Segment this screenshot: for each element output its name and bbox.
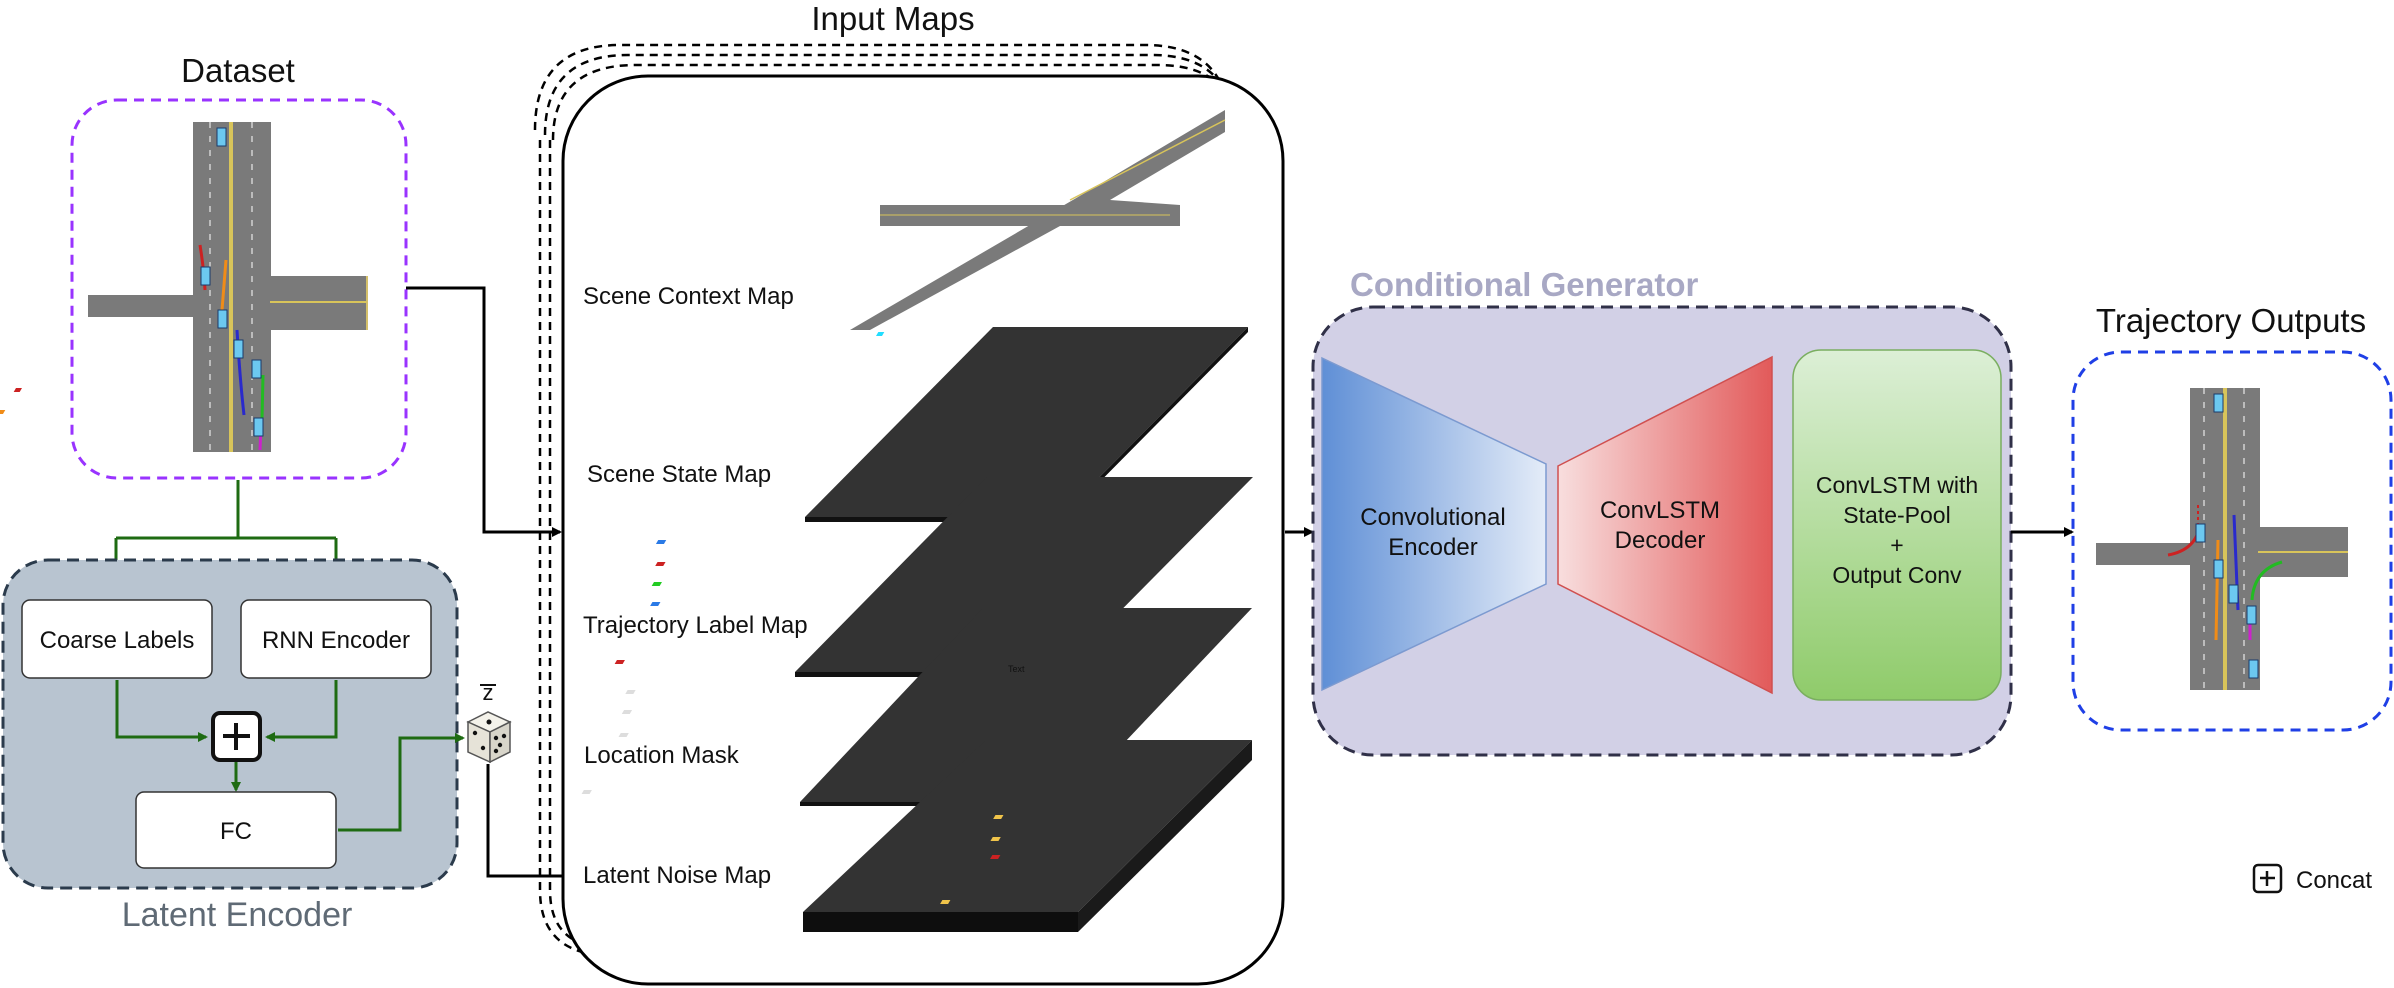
input-maps-title: Input Maps bbox=[811, 0, 974, 37]
scene-context-map-image bbox=[850, 110, 1226, 330]
outputs-title: Trajectory Outputs bbox=[2096, 302, 2366, 339]
layer-label-latent-noise-map: Latent Noise Map bbox=[583, 862, 771, 889]
output-head-line3: + bbox=[1890, 532, 1903, 558]
layer-label-location-mask: Location Mask bbox=[584, 742, 740, 769]
rnn-encoder-label: RNN Encoder bbox=[262, 627, 410, 654]
outputs-intersection-image bbox=[2096, 388, 2348, 690]
legend-concat-icon bbox=[2252, 863, 2283, 894]
dice-icon bbox=[466, 711, 512, 764]
generator-title: Conditional Generator bbox=[1350, 266, 1699, 303]
output-head-line1: ConvLSTM with bbox=[1816, 472, 1978, 498]
outputs-frame bbox=[2071, 350, 2393, 732]
dataset-intersection-image bbox=[88, 122, 368, 452]
coarse-labels-box bbox=[21, 599, 213, 679]
layer-label-trajectory-label-map: Trajectory Label Map bbox=[583, 612, 808, 639]
fc-label: FC bbox=[220, 818, 252, 845]
legend-concat-label: Concat bbox=[2296, 867, 2372, 894]
arrow-fc-to-noise bbox=[338, 733, 465, 832]
conv-encoder-shape bbox=[1321, 356, 1547, 692]
latent-encoder-title: Latent Encoder bbox=[122, 896, 353, 934]
coarse-labels-label: Coarse Labels bbox=[40, 627, 195, 654]
latent-noise-map-image bbox=[803, 740, 1252, 932]
layer-label-scene-state-map: Scene State Map bbox=[587, 461, 771, 488]
arrow-dataset-to-input-maps bbox=[406, 286, 562, 537]
arrows-to-concat bbox=[115, 680, 338, 742]
conv-encoder-line1: Convolutional bbox=[1360, 504, 1505, 531]
tiny-note: Text bbox=[1008, 664, 1025, 674]
output-head-box bbox=[1792, 349, 2002, 701]
convlstm-decoder-line2: Decoder bbox=[1615, 527, 1706, 554]
z-symbol: z bbox=[483, 680, 494, 705]
legend-concat: Concat bbox=[2252, 863, 2372, 894]
dataset-title: Dataset bbox=[181, 52, 295, 89]
dataset-frame bbox=[70, 98, 408, 480]
rnn-encoder-box bbox=[240, 599, 432, 679]
fc-box bbox=[135, 791, 337, 869]
layer-label-scene-context-map: Scene Context Map bbox=[583, 283, 794, 310]
concat-icon bbox=[211, 711, 262, 762]
convlstm-decoder-shape bbox=[1557, 355, 1773, 695]
output-head-line4: Output Conv bbox=[1832, 562, 1962, 588]
conv-encoder-line2: Encoder bbox=[1388, 534, 1477, 561]
output-head-line2: State-Pool bbox=[1843, 502, 1950, 528]
convlstm-decoder-line1: ConvLSTM bbox=[1600, 497, 1720, 524]
